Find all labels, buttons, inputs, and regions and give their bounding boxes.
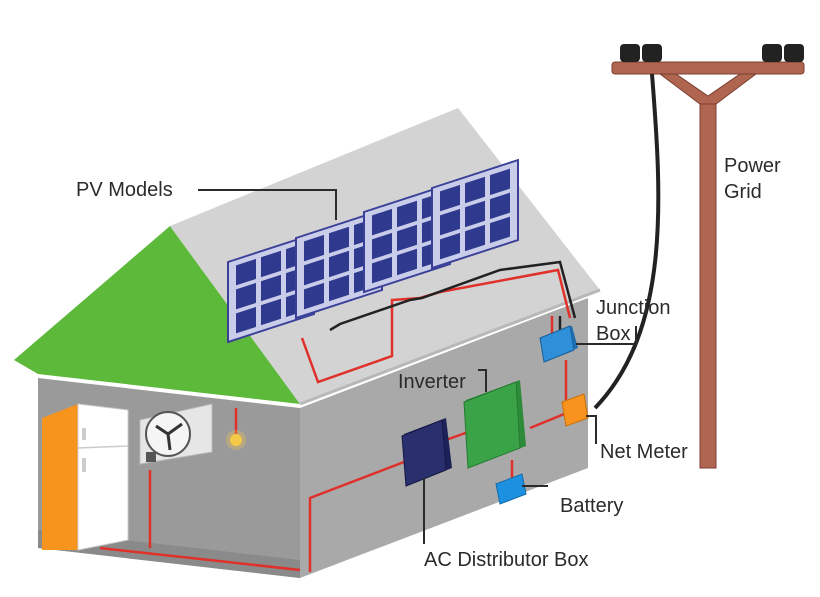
label-power-grid-line2: Grid (724, 181, 762, 203)
roof-green-gable (14, 226, 300, 404)
label-junction-box-line2: Box (596, 323, 631, 345)
label-pv-models: PV Models (76, 179, 173, 201)
leader-lines (198, 189, 637, 544)
pv-panel-3 (363, 182, 451, 294)
label-junction-box-line1: Junction (596, 297, 671, 319)
grid-cable (593, 73, 661, 410)
pv-panel-array (227, 158, 519, 344)
refrigerator (42, 403, 129, 551)
roof-wiring (300, 260, 577, 384)
inverter (463, 380, 526, 469)
wall-wiring (99, 316, 575, 572)
label-inverter: Inverter (398, 371, 466, 393)
exhaust-fan (139, 403, 213, 465)
label-net-meter: Net Meter (600, 441, 688, 463)
junction-box (539, 325, 578, 363)
label-power-grid-line1: Power (724, 155, 781, 177)
roof-edge (299, 288, 601, 406)
pv-panel-4 (431, 158, 519, 270)
light-bulb (226, 430, 246, 450)
battery (495, 473, 527, 505)
pv-panel-1 (227, 232, 315, 344)
label-battery: Battery (560, 495, 624, 517)
utility-pole (611, 44, 805, 469)
label-ac-distributor-box: AC Distributor Box (424, 549, 589, 571)
ac-distributor-box (401, 418, 452, 487)
net-meter (561, 393, 589, 427)
pole-insulators (620, 44, 804, 62)
